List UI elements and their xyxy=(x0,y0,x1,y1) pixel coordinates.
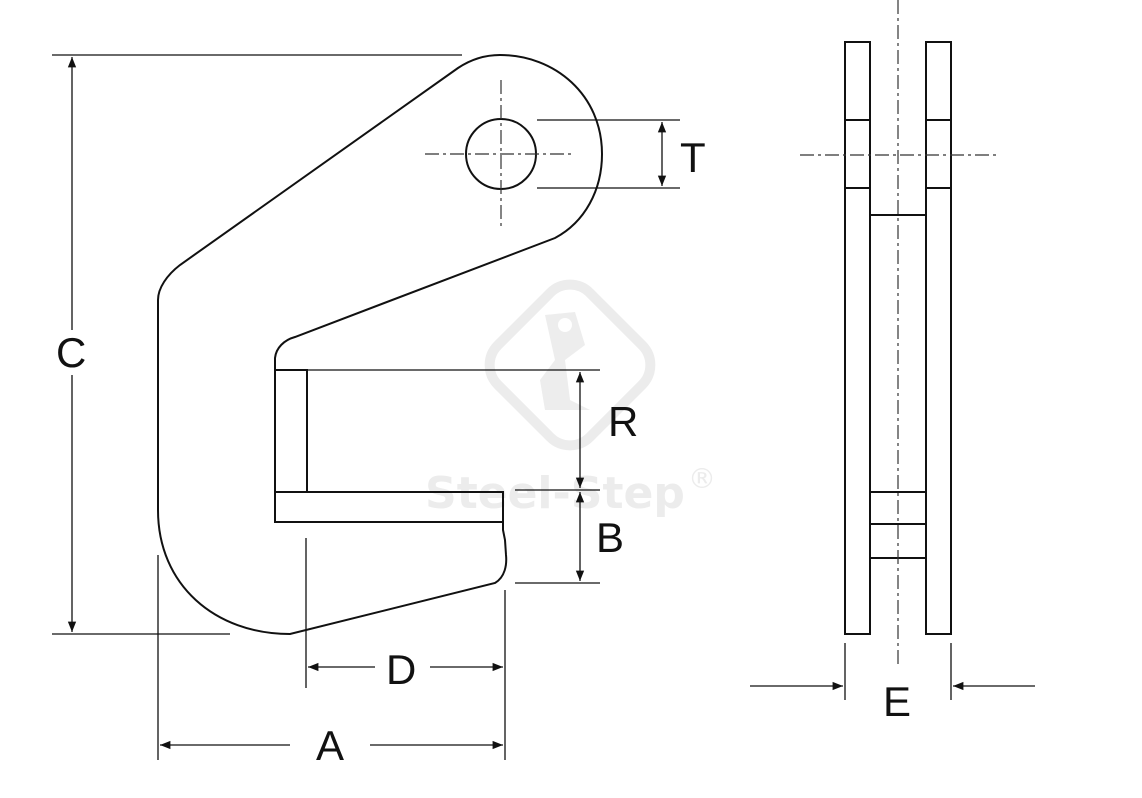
label-e: E xyxy=(883,678,911,725)
watermark-text: Steel-Step xyxy=(425,468,685,519)
label-d: D xyxy=(386,646,416,693)
dimension-e: E xyxy=(750,643,1035,725)
watermark-logo: Steel-Step ® xyxy=(425,279,716,519)
dimension-b: B xyxy=(515,492,624,584)
dimension-d: D xyxy=(305,538,506,760)
label-r: R xyxy=(608,398,638,445)
clamp-body-outline xyxy=(157,53,604,636)
clamp-pad xyxy=(274,369,308,493)
dimension-c: C xyxy=(52,54,462,635)
dimension-r: R xyxy=(307,369,638,491)
label-c: C xyxy=(56,329,86,376)
label-a: A xyxy=(316,722,344,769)
side-view xyxy=(800,0,1000,668)
label-t: T xyxy=(680,134,706,181)
watermark-registered-mark: ® xyxy=(688,462,716,495)
label-b: B xyxy=(596,514,624,561)
clamp-jaw-plate xyxy=(274,491,504,523)
dimension-a: A xyxy=(157,555,503,769)
dimension-t: T xyxy=(537,119,706,189)
